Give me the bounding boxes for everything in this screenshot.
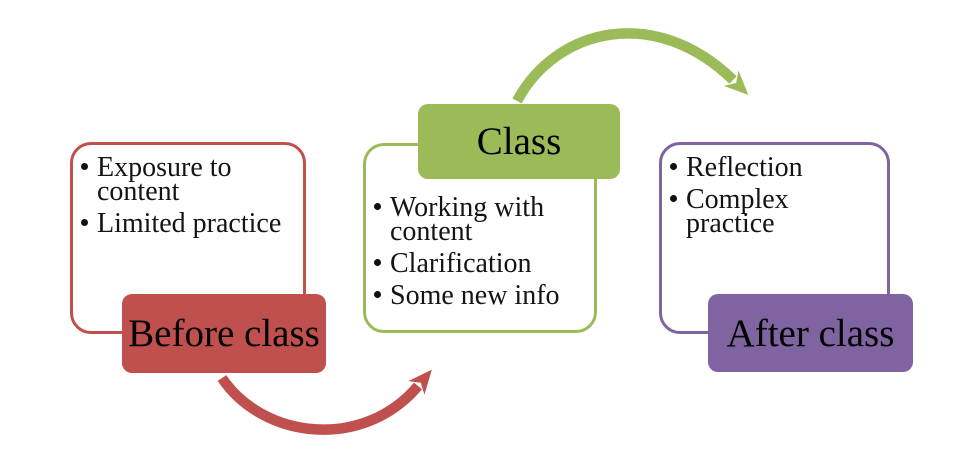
before-class-bullet-list: Exposure to content Limited practice bbox=[73, 145, 303, 238]
bullet-complex-practice: Complex practice bbox=[670, 186, 867, 238]
before-class-to-class-arrow bbox=[217, 369, 432, 435]
class-bullet-list: Working with content Clarification Some … bbox=[366, 146, 594, 310]
after-class-label: After class bbox=[708, 294, 913, 372]
bullet-some-new-info: Some new info bbox=[374, 282, 586, 310]
before-class-label: Before class bbox=[122, 294, 326, 373]
bullet-working-with-content: Working with content bbox=[374, 194, 586, 246]
after-class-bullet-list: Reflection Complex practice bbox=[662, 145, 887, 238]
bullet-reflection: Reflection bbox=[670, 154, 867, 182]
bullet-clarification: Clarification bbox=[374, 250, 586, 278]
after-class-panel: Reflection Complex practice bbox=[659, 142, 890, 334]
before-class-panel: Exposure to content Limited practice bbox=[70, 142, 306, 334]
class-to-after-class-arrow bbox=[512, 28, 749, 104]
bullet-exposure-to-content: Exposure to content bbox=[81, 154, 299, 206]
bullet-limited-practice: Limited practice bbox=[81, 210, 299, 238]
class-label: Class bbox=[418, 104, 620, 179]
